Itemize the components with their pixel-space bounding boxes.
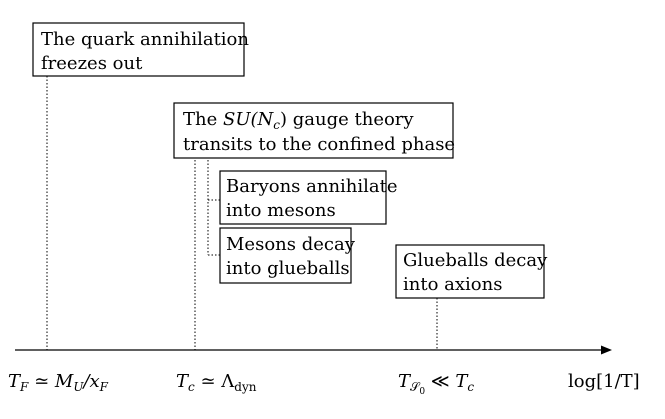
glueballs-box: Glueballs decay into axions bbox=[395, 244, 548, 299]
tick-label-freeze-out: TF ≃ MU/xF bbox=[8, 371, 109, 394]
axis-arrowhead bbox=[601, 345, 612, 355]
baryons-line1: Baryons annihilate bbox=[226, 176, 398, 197]
tick-label-confinement: Tc ≃ Λdyn bbox=[176, 371, 257, 394]
axis-end-label: log[1/T] bbox=[568, 371, 640, 392]
confinement-box: The SU(Nc) gauge theory transits to the … bbox=[173, 102, 455, 159]
baryons-line2: into mesons bbox=[226, 200, 336, 221]
confinement-line1: The SU(Nc) gauge theory bbox=[183, 109, 414, 132]
baryons-box: Baryons annihilate into mesons bbox=[219, 170, 398, 225]
tick-label-glueball-decay: T𝒮0 ≪ Tc bbox=[398, 371, 474, 397]
mesons-line1: Mesons decay bbox=[226, 234, 356, 255]
mesons-line2: into glueballs bbox=[226, 258, 350, 279]
freeze-out-line2: freezes out bbox=[41, 53, 143, 74]
freeze-out-line1: The quark annihilation bbox=[41, 29, 249, 50]
glueballs-line2: into axions bbox=[403, 274, 502, 295]
mesons-box: Mesons decay into glueballs bbox=[219, 227, 356, 284]
glueballs-line1: Glueballs decay bbox=[403, 250, 548, 271]
confinement-line2: transits to the confined phase bbox=[183, 134, 455, 155]
freeze-out-box: The quark annihilation freezes out bbox=[32, 22, 249, 77]
